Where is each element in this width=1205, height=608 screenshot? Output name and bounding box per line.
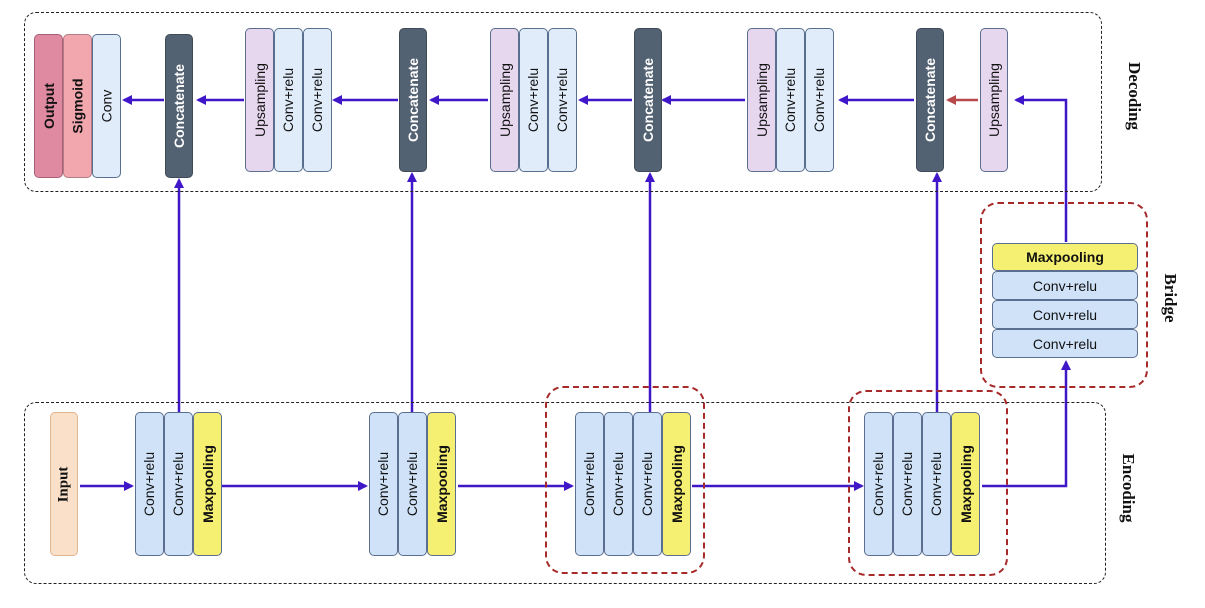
enc4-maxpooling: Maxpooling bbox=[951, 412, 980, 556]
bridge-conv-2: Conv+relu bbox=[992, 300, 1138, 329]
enc2-maxpooling: Maxpooling bbox=[427, 412, 456, 556]
enc3-conv-3: Conv+relu bbox=[633, 412, 662, 556]
bridge-label: Bridge bbox=[1161, 273, 1180, 323]
bridge-conv-1: Conv+relu bbox=[992, 271, 1138, 300]
decoding-label: Decoding bbox=[1125, 62, 1144, 130]
enc1-conv-1: Conv+relu bbox=[135, 412, 164, 556]
dec3-conv-2: Conv+relu bbox=[805, 28, 834, 172]
enc4-conv-2: Conv+relu bbox=[893, 412, 922, 556]
decoding-group bbox=[24, 12, 1102, 192]
dec1-conv-1: Conv+relu bbox=[274, 28, 303, 172]
dec2-conv-2: Conv+relu bbox=[548, 28, 577, 172]
enc1-maxpooling: Maxpooling bbox=[193, 412, 222, 556]
dec-upsampling-4: Upsampling bbox=[980, 28, 1008, 172]
input-block: Input bbox=[50, 412, 78, 556]
concatenate-4: Concatenate bbox=[916, 28, 944, 172]
concatenate-2: Concatenate bbox=[399, 28, 427, 172]
encoding-group bbox=[24, 402, 1106, 584]
concatenate-1: Concatenate bbox=[165, 34, 193, 178]
enc3-maxpooling: Maxpooling bbox=[662, 412, 691, 556]
encoding-label: Encoding bbox=[1119, 453, 1138, 523]
enc3-conv-2: Conv+relu bbox=[604, 412, 633, 556]
dec2-upsampling: Upsampling bbox=[490, 28, 519, 172]
arrow-bridge-to-upsampling bbox=[1014, 95, 1068, 242]
enc2-conv-1: Conv+relu bbox=[369, 412, 398, 556]
bridge-group bbox=[980, 202, 1148, 388]
arrow-enc4-to-bridge bbox=[982, 360, 1071, 488]
dec2-conv-1: Conv+relu bbox=[519, 28, 548, 172]
concatenate-3: Concatenate bbox=[634, 28, 662, 172]
dec3-upsampling: Upsampling bbox=[747, 28, 776, 172]
sigmoid-block: Sigmoid bbox=[63, 34, 92, 178]
dec1-upsampling: Upsampling bbox=[245, 28, 274, 172]
dec1-conv-2: Conv+relu bbox=[303, 28, 332, 172]
bridge-maxpooling: Maxpooling bbox=[992, 243, 1138, 271]
dec3-conv-1: Conv+relu bbox=[776, 28, 805, 172]
final-conv-block: Conv bbox=[92, 34, 121, 178]
enc3-conv-1: Conv+relu bbox=[575, 412, 604, 556]
enc2-conv-2: Conv+relu bbox=[398, 412, 427, 556]
output-block: Output bbox=[34, 34, 63, 178]
enc4-highlight bbox=[848, 390, 1008, 576]
enc1-conv-2: Conv+relu bbox=[164, 412, 193, 556]
enc4-conv-3: Conv+relu bbox=[922, 412, 951, 556]
bridge-conv-3: Conv+relu bbox=[992, 329, 1138, 358]
enc3-highlight bbox=[545, 386, 705, 574]
enc4-conv-1: Conv+relu bbox=[864, 412, 893, 556]
